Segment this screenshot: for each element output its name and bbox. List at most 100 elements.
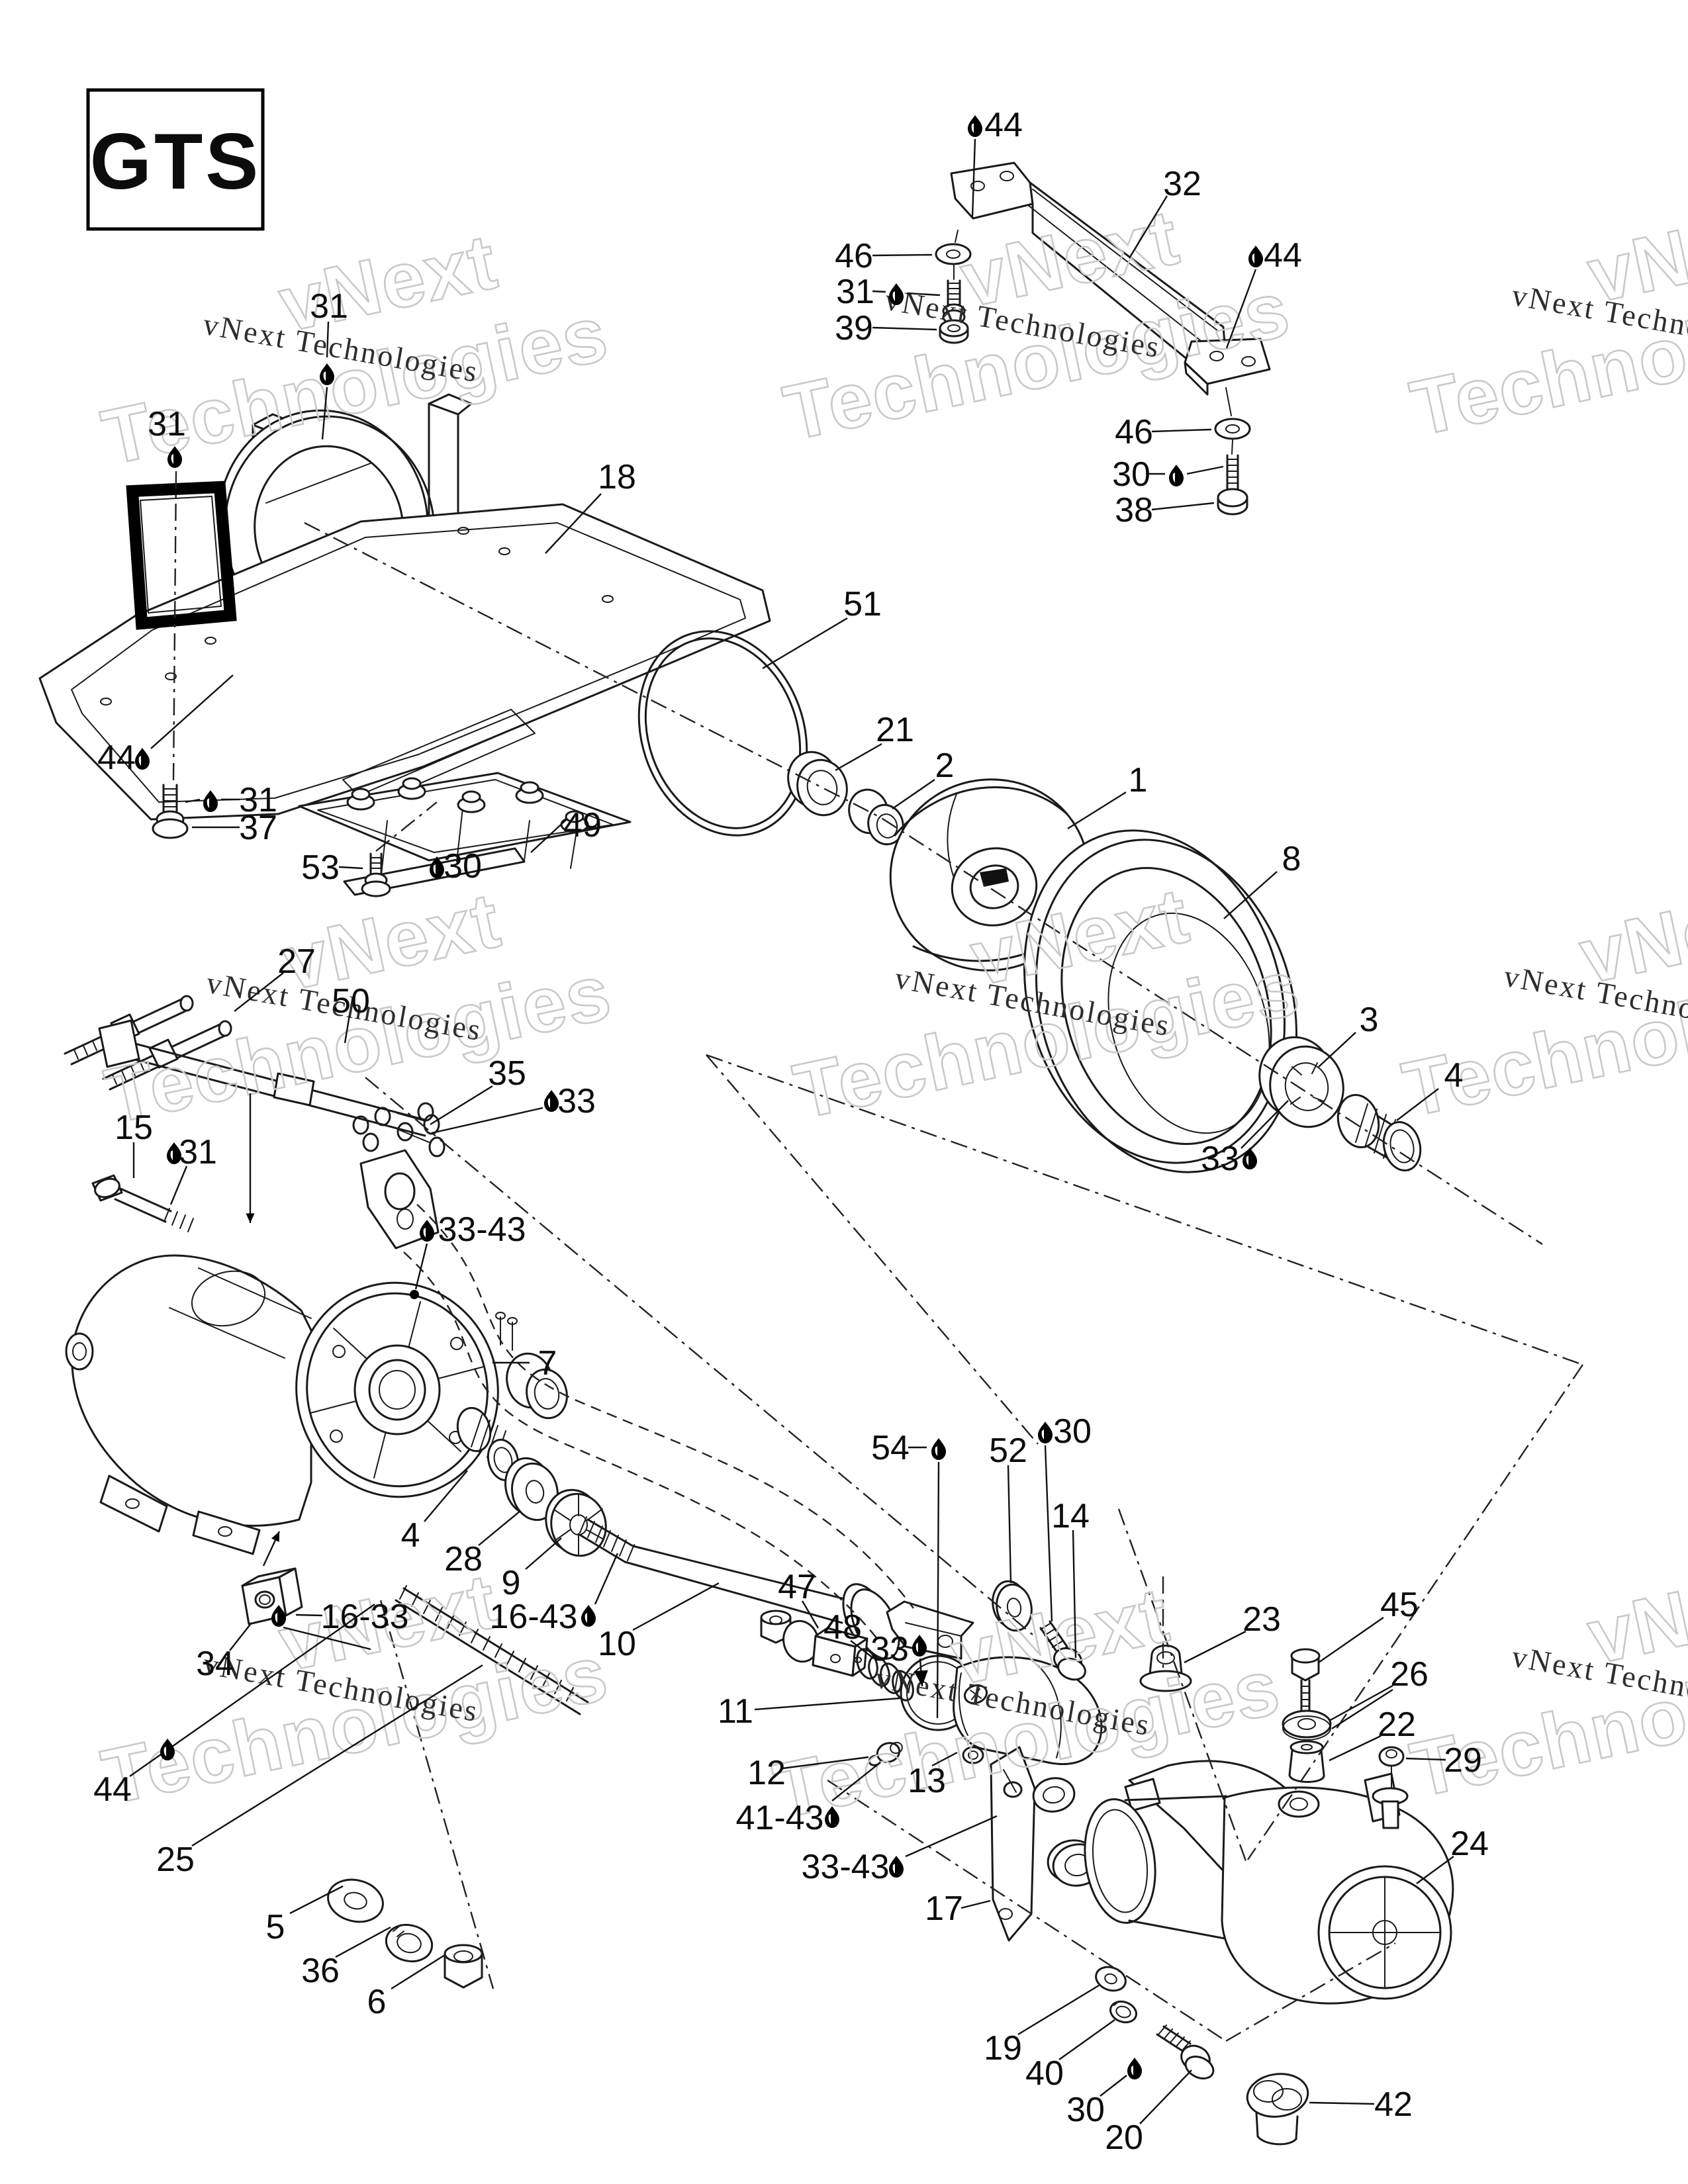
part-callout-54: 54 [871,1429,910,1467]
callout-leader-25 [191,1664,483,1847]
part-callout-20: 20 [1105,2118,1143,2157]
callout-leader-16-43 [594,1553,619,1605]
part-callout-44: 44 [984,106,1023,144]
part-callout-45: 45 [1380,1586,1419,1624]
callout-leader-35 [430,1085,493,1126]
part-callout-17: 17 [925,1889,963,1928]
small-orings-cluster [352,1102,434,1152]
callout-leader-46 [1151,428,1212,433]
part-callout-30: 30 [1112,455,1150,494]
part-callout-33-43: 33-43 [802,1848,890,1886]
callout-leader-29 [1405,1757,1446,1761]
fasteners-46-30-38 [1214,387,1251,516]
part-callout-29: 29 [1444,1741,1482,1780]
pointer-arrowhead [271,1531,279,1542]
lubricant-drop-icon [912,1635,927,1657]
callout-leader-22 [1329,1735,1382,1762]
part-callout-7: 7 [538,1344,557,1383]
part-callout-48: 48 [823,1608,862,1647]
washer-52 [992,1580,1033,1632]
lubricant-drop-icon [931,1438,946,1460]
bolt-14 [1039,1620,1086,1681]
callout-leader-19 [1017,1984,1100,2036]
nut-6 [444,1944,483,1989]
lubricant-drop-icon [825,1806,839,1828]
part-callout-44: 44 [93,1770,132,1809]
part-callout-32: 32 [1163,165,1201,203]
callout-leader-30 [1044,1445,1053,1622]
lubricant-drop-icon [320,363,334,385]
venturi-24 [1221,1772,1454,2005]
callout-leader-1 [1067,791,1127,830]
support-rail-50 [98,1019,445,1158]
part-callout-51: 51 [843,585,882,623]
callout-leader-8 [1223,871,1278,919]
lubricant-drop-icon [581,1605,596,1627]
callout-leader-14 [1072,1529,1077,1659]
callout-leader-33-43 [414,1243,428,1290]
part-callout-12: 12 [747,1754,786,1792]
lock-washer-40 [1109,2000,1137,2024]
square-nut-34 [241,1567,303,1625]
callout-leader-42 [1309,2101,1375,2105]
callout-leader-48 [850,1640,874,1659]
part-callout-46: 46 [1115,413,1153,451]
callout-leader-39 [872,326,937,331]
callout-leader-31 [185,798,201,803]
boot-disc-9 [545,1488,607,1557]
pointer-arrowhead [246,1213,255,1223]
support-bracket-32 [950,161,1271,396]
bearing-3 [1258,1036,1344,1128]
callout-leader-34 [229,1622,252,1651]
callout-leader-6 [391,1954,445,1990]
screw-53 [361,852,391,897]
part-callout-47: 47 [778,1568,816,1606]
callout-leader-30 [1186,465,1224,475]
callout-leader-28 [478,1510,521,1546]
part-callout-49: 49 [563,806,602,844]
diagram-line-art: GTS [38,88,1583,2146]
part-callout-33: 33 [1201,1140,1239,1178]
lubricant-drop-icon [1038,1422,1053,1443]
part-callout-21: 21 [876,711,914,749]
part-callout-38: 38 [1115,491,1153,529]
callout-leader-5 [289,1885,344,1915]
lubricant-drop-icon [420,1220,434,1242]
pointer-arrowhead [914,1670,928,1686]
part-callout-23: 23 [1243,1600,1281,1639]
part-callout-34: 34 [196,1645,234,1683]
part-callout-6: 6 [367,1983,387,2021]
part-callout-3: 3 [1360,1001,1379,1039]
part-callout-30: 30 [444,847,482,886]
callout-leader-21 [835,743,882,772]
callout-leader-33-43 [905,1815,998,1858]
nut-29-pin [1372,1746,1409,1829]
part-callout-50: 50 [332,982,370,1021]
callout-leader-36 [335,1926,391,1958]
wear-ring-8 [1023,829,1298,1173]
callout-leader-4 [1396,1088,1439,1121]
part-callout-44: 44 [97,739,136,777]
ride-plate-18 [38,480,771,821]
part-callout-16-43: 16-43 [490,1598,578,1636]
lubricant-drop-icon [889,283,904,305]
callout-leader-13 [931,1751,958,1767]
lubricant-drop-icon [1127,2058,1142,2079]
washer-28 [504,1457,559,1522]
part-callout-22: 22 [1378,1706,1416,1744]
lock-washer-36 [385,1923,434,1963]
part-callout-16-33: 16-33 [321,1598,409,1636]
lubricant-drop-icon [544,1090,559,1112]
callout-leader-9 [525,1537,562,1570]
stud-15 [91,1174,194,1232]
part-callout-1: 1 [1129,761,1148,799]
callout-leader-31 [321,387,328,440]
part-callout-37: 37 [239,809,277,847]
part-callout-26: 26 [1390,1655,1429,1694]
callout-leader-47 [801,1600,820,1629]
callout-leader-38 [1151,502,1215,511]
part-callout-44: 44 [1264,236,1302,275]
model-badge: GTS [86,88,265,231]
